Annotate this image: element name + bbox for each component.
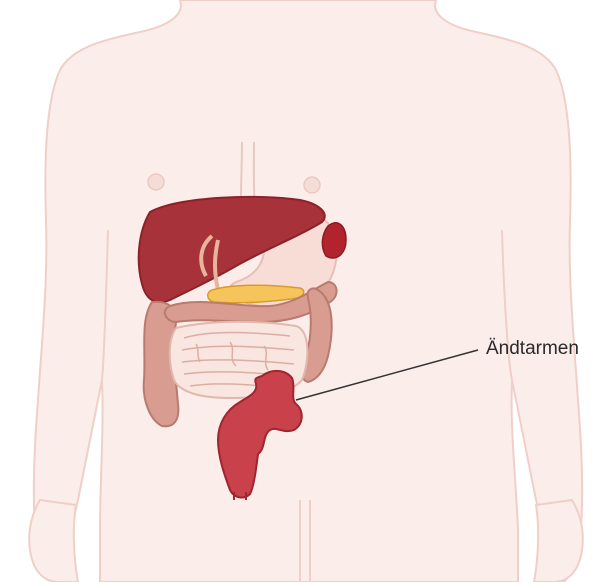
spleen <box>322 223 346 258</box>
rectum-label: Ändtarmen <box>486 338 579 360</box>
left-nipple <box>148 174 164 190</box>
left-hand <box>29 500 78 582</box>
right-hand <box>534 500 583 582</box>
right-nipple <box>304 177 320 193</box>
